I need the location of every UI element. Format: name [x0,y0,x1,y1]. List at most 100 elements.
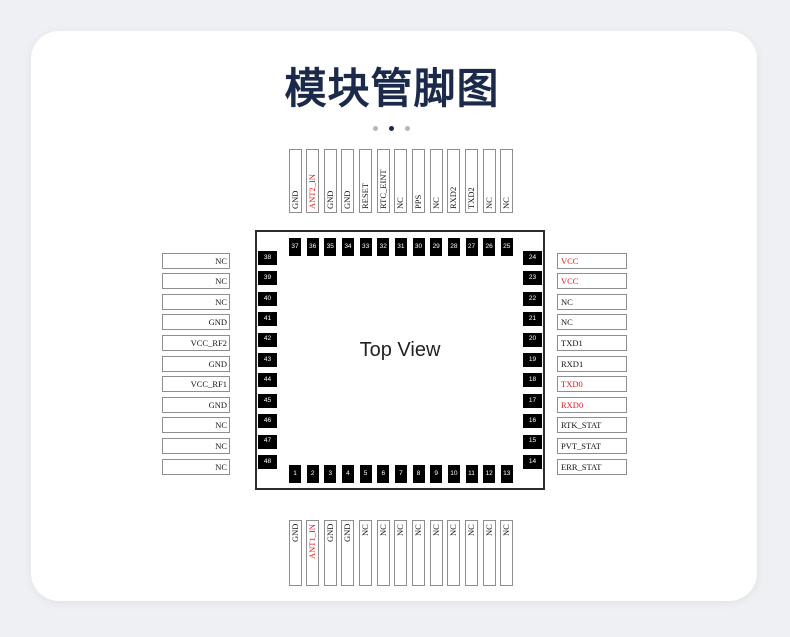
pin-35-number: 35 [326,242,334,250]
pin-39-number: 39 [263,274,272,282]
pin-33-number: 33 [361,242,370,250]
pin-39-label: NC [162,273,230,290]
page-title: 模块管脚图 [284,64,500,113]
pin-48-pad: 48 [258,455,277,469]
pin-24-pad: 24 [523,251,542,265]
pin-48-label: NC [162,458,230,475]
pin-19-pad: 19 [523,353,542,367]
pin-34-label: GND [341,149,355,213]
pin-45-label: GND [162,396,230,413]
pagination [0,126,790,132]
pin-30-pad: 30 [412,238,425,256]
pin-29-pad: 29 [430,238,443,256]
pin-30-number: 30 [414,242,423,250]
pin-43-pad: 43 [258,353,277,367]
pin-21-label: NC [557,314,627,331]
pin-44-number: 44 [263,376,272,384]
pin-18-number: 18 [528,376,537,384]
pin-14-label: ERR_STAT [557,458,627,475]
pin-36-pad: 36 [306,238,319,256]
pin-27-number: 27 [467,242,476,250]
pin-31-label: NC [394,149,408,213]
pagination-dot-2[interactable] [388,126,394,131]
pin-10-pad: 10 [447,465,460,483]
pin-34-pad: 34 [341,238,354,256]
pin-15-label: PVT_STAT [557,437,627,454]
pin-17-label: RXD0 [557,396,627,413]
pin-13-pad: 13 [500,465,513,483]
pin-35-label: GND [323,149,337,213]
pin-16-label: RTK_STAT [557,417,627,434]
pin-48-number: 48 [263,457,272,465]
pin-16-pad: 16 [523,414,542,429]
pin-23-label: VCC [557,273,627,290]
pin-23-pad: 23 [523,271,542,286]
pin-13-label: NC [500,520,514,586]
pin-46-number: 46 [263,416,272,424]
pin-23-number: 23 [528,274,537,282]
pin-12-pad: 12 [483,465,496,483]
pin-5-label: NC [359,520,373,586]
pin-4-label: GND [341,520,355,586]
pin-38-pad: 38 [258,251,277,265]
pin-45-pad: 45 [258,393,277,408]
pin-11-label: NC [465,520,478,586]
pin-14-number: 14 [528,457,537,465]
pin-29-label: NC [429,149,443,213]
pin-12-label: NC [482,520,496,586]
pin-9-pad: 9 [430,465,443,483]
pin-6-number: 6 [381,469,386,477]
pin-18-pad: 18 [523,373,542,388]
pin-37-number: 37 [291,242,299,250]
pin-1-pad: 1 [289,465,301,483]
pin-9-number: 9 [434,469,438,477]
pin-15-pad: 15 [523,434,542,449]
pin-4-pad: 4 [341,465,354,483]
pin-8-pad: 8 [412,465,425,483]
chip-view-label: Top View [359,339,441,361]
pin-2-number: 2 [310,469,315,477]
pin-37-pad: 37 [289,238,301,256]
pin-3-label: GND [323,520,337,586]
pin-30-label: PPS [412,149,426,213]
chip-outline: Top View [255,230,545,490]
pagination-dot-1[interactable] [372,126,378,131]
pin-27-pad: 27 [465,238,478,256]
pin-41-label: GND [162,314,230,331]
pin-22-label: NC [557,293,627,310]
pin-38-label: NC [162,252,230,269]
pin-20-pad: 20 [523,332,542,347]
pin-6-label: NC [376,520,390,586]
pin-26-label: NC [482,149,496,213]
pin-20-label: TXD1 [557,334,627,351]
pin-6-pad: 6 [377,465,390,483]
pin-1-number: 1 [293,469,297,477]
pin-26-pad: 26 [483,238,496,256]
pin-24-label: VCC [557,252,627,269]
pin-36-number: 36 [309,242,317,250]
pin-28-number: 28 [450,242,458,250]
pin-3-number: 3 [328,469,333,477]
pin-36-label: ANT2_IN [306,149,320,213]
pin-31-pad: 31 [394,238,407,256]
pin-11-pad: 11 [465,465,478,483]
pin-47-label: NC [162,437,230,454]
pin-19-number: 19 [528,355,537,363]
pin-20-number: 20 [528,335,537,343]
pin-22-number: 22 [528,294,537,302]
pagination-dot-3[interactable] [404,126,410,131]
pin-2-label: ANT1_IN [306,520,320,586]
pin-11-number: 11 [468,469,475,477]
pin-25-number: 25 [503,242,511,250]
pin-39-pad: 39 [258,271,277,286]
pin-18-label: TXD0 [557,376,627,393]
pin-32-pad: 32 [377,238,390,256]
pin-44-pad: 44 [258,373,277,388]
pin-2-pad: 2 [306,465,319,483]
pin-46-label: NC [162,417,230,434]
pin-9-label: NC [429,520,443,586]
pin-25-pad: 25 [500,238,513,256]
pin-13-number: 13 [503,469,511,477]
